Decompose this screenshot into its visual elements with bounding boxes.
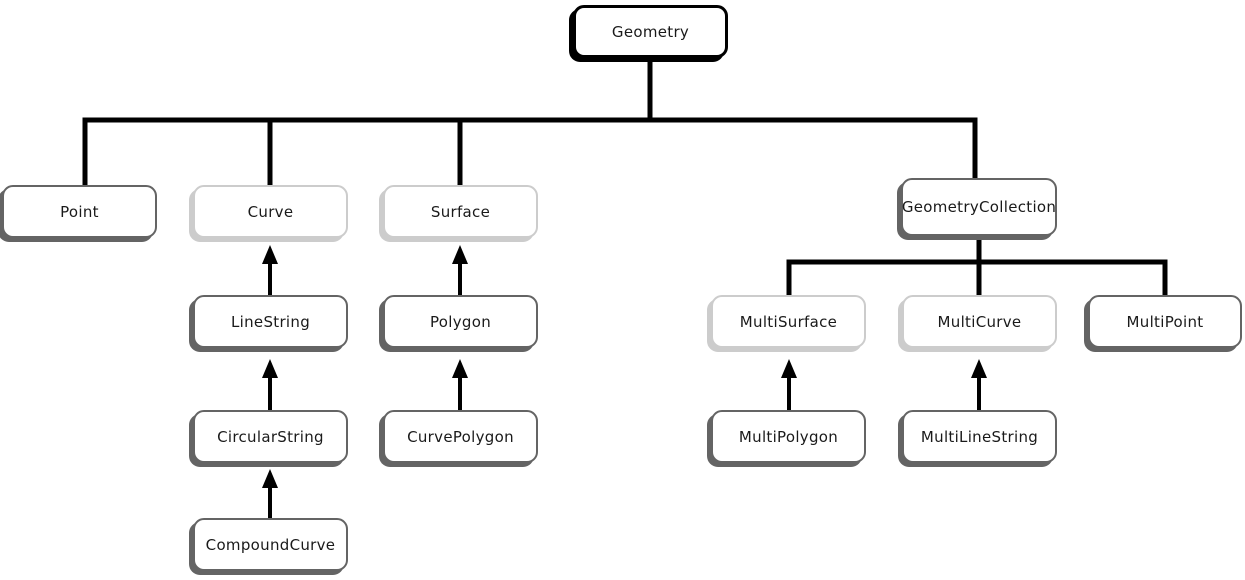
node-multisurface: MultiSurface	[711, 295, 866, 348]
tree-geometrycollection-children	[786, 236, 1168, 297]
node-geometrycollection: GeometryCollection	[901, 178, 1057, 236]
node-curve: Curve	[193, 185, 348, 238]
node-polygon: Polygon	[383, 295, 538, 348]
arrow-polygon-to-surface	[452, 245, 468, 297]
arrow-multipolygon-to-multisurface	[781, 359, 797, 411]
arrow-curvepolygon-to-polygon	[452, 359, 468, 411]
node-curvepolygon: CurvePolygon	[383, 410, 538, 463]
arrow-compoundcurve-to-circularstring	[262, 469, 278, 519]
node-multipoint: MultiPoint	[1088, 295, 1242, 348]
node-multipolygon: MultiPolygon	[711, 410, 866, 463]
node-point: Point	[2, 185, 157, 238]
tree-geometry-children	[82, 58, 978, 187]
node-compoundcurve: CompoundCurve	[193, 518, 348, 571]
arrow-circularstring-to-linestring	[262, 359, 278, 411]
node-circularstring: CircularString	[193, 410, 348, 463]
node-geometry: Geometry	[573, 5, 728, 58]
node-linestring: LineString	[193, 295, 348, 348]
node-multicurve: MultiCurve	[902, 295, 1057, 348]
node-multilinestring: MultiLineString	[902, 410, 1057, 463]
arrow-multilinestring-to-multicurve	[971, 359, 987, 411]
arrow-linestring-to-curve	[262, 245, 278, 297]
node-surface: Surface	[383, 185, 538, 238]
